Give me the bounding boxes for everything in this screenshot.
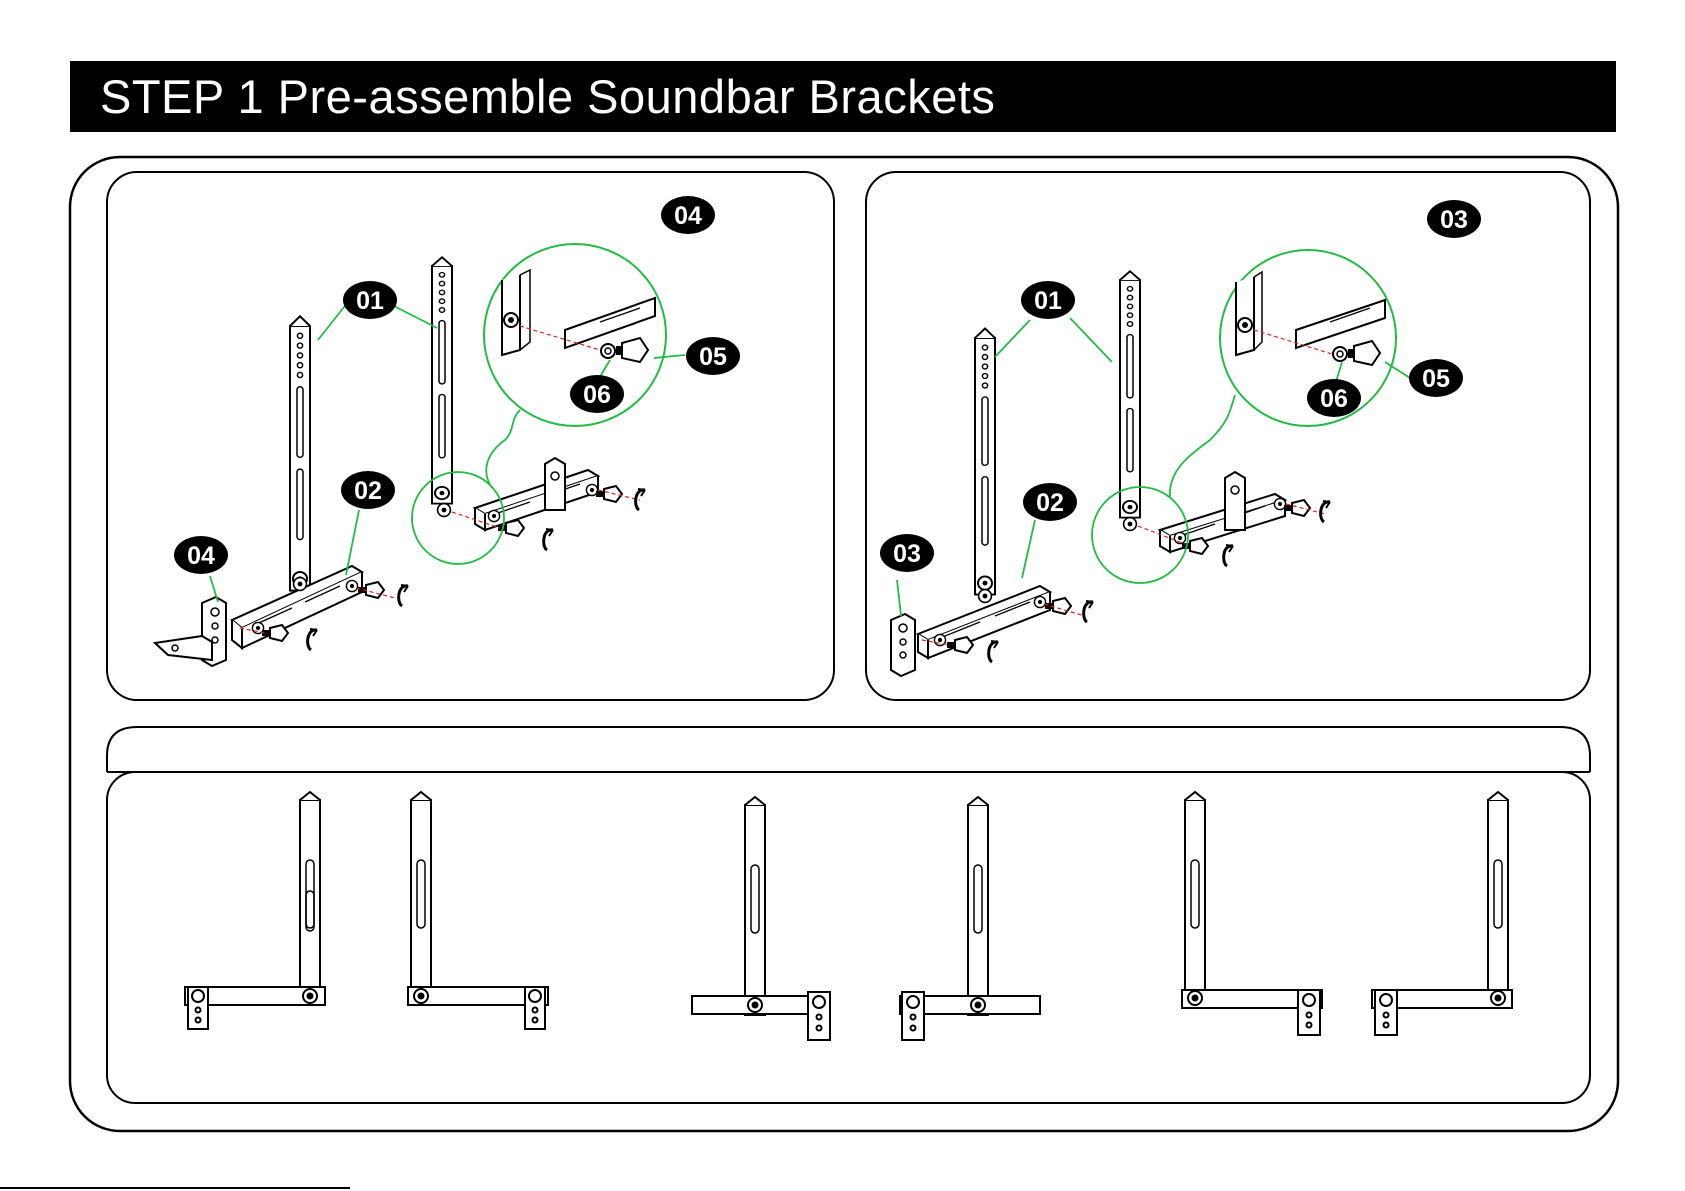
svg-text:04: 04 bbox=[674, 202, 702, 230]
svg-text:02: 02 bbox=[354, 477, 382, 505]
left-post-rear bbox=[432, 257, 452, 503]
right-callout-arm: 02 bbox=[1023, 483, 1077, 521]
config-5 bbox=[1182, 792, 1322, 1035]
left-bracket-foot bbox=[155, 597, 226, 666]
bottom-panel bbox=[107, 772, 1590, 1103]
svg-text:01: 01 bbox=[1034, 287, 1062, 315]
left-callout-bracket: 04 bbox=[174, 536, 228, 574]
right-callout-bracket: 03 bbox=[880, 534, 934, 572]
right-header-callout: 03 bbox=[1427, 200, 1481, 238]
right-bracket-plate bbox=[891, 614, 915, 676]
svg-text:02: 02 bbox=[1036, 489, 1064, 517]
right-bracket-rear bbox=[1225, 472, 1245, 530]
left-assembly: 04 01 02 04 05 06 bbox=[155, 196, 740, 666]
right-assembly: 03 01 02 03 05 06 bbox=[880, 200, 1481, 676]
svg-text:06: 06 bbox=[583, 381, 611, 409]
svg-text:06: 06 bbox=[1320, 385, 1348, 413]
right-callout-post: 01 bbox=[1021, 281, 1075, 319]
left-callout-arm: 02 bbox=[341, 471, 395, 509]
svg-text:05: 05 bbox=[1422, 365, 1450, 393]
left-post-front bbox=[290, 316, 310, 590]
config-1 bbox=[185, 792, 325, 1029]
config-4 bbox=[900, 797, 1040, 1040]
left-callout-knob: 05 bbox=[686, 337, 740, 375]
left-bracket-rear bbox=[545, 458, 565, 510]
right-post-rear bbox=[1120, 271, 1140, 517]
right-post-front bbox=[975, 329, 995, 595]
config-3 bbox=[692, 797, 830, 1040]
config-6 bbox=[1372, 792, 1512, 1035]
svg-text:05: 05 bbox=[699, 343, 727, 371]
right-callout-washer: 06 bbox=[1307, 379, 1361, 417]
svg-text:03: 03 bbox=[1440, 206, 1468, 234]
left-callout-post: 01 bbox=[343, 281, 397, 319]
config-2 bbox=[408, 792, 548, 1029]
svg-text:04: 04 bbox=[187, 542, 215, 570]
right-callout-knob: 05 bbox=[1409, 359, 1463, 397]
left-callout-washer: 06 bbox=[570, 375, 624, 413]
svg-text:03: 03 bbox=[893, 540, 921, 568]
left-header-callout: 04 bbox=[661, 196, 715, 234]
bottom-panel-top bbox=[107, 727, 1590, 772]
svg-text:01: 01 bbox=[356, 287, 384, 315]
configuration-examples bbox=[185, 792, 1512, 1040]
